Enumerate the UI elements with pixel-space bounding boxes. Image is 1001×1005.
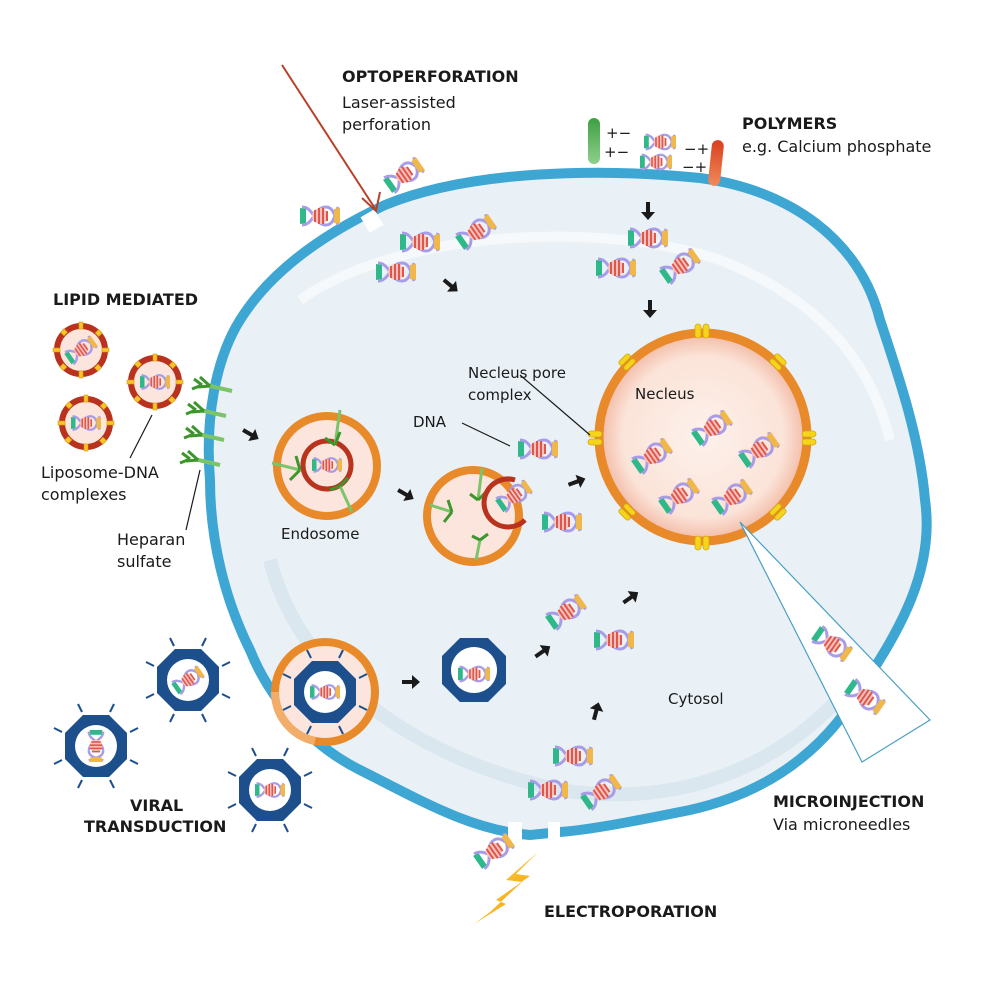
endosome-label: Endosome: [281, 525, 360, 543]
liposome-label-line2: complexes: [41, 485, 127, 504]
dna-icon: [87, 728, 105, 764]
optoperforation-subtitle-line1: Laser-assisted: [342, 93, 456, 112]
viral-title-line1: VIRAL: [130, 796, 184, 815]
dna-icon: [470, 830, 518, 872]
microinjection-title: MICROINJECTION: [773, 792, 925, 811]
polymer-positive-bar: [588, 118, 600, 164]
dna-icon: [551, 745, 595, 767]
laser-arrow: [281, 64, 381, 213]
nucleus-pore-label-line1: Necleus pore: [468, 364, 566, 382]
polymer-charge-right-1: −+: [684, 140, 710, 158]
optoperforation-gap: [360, 209, 384, 233]
dna-icon: [592, 629, 636, 651]
nucleus: [587, 323, 817, 551]
dna-icon: [626, 227, 670, 249]
dna-icon: [138, 374, 172, 390]
dna-icon: [594, 257, 638, 279]
dna-icon: [310, 457, 344, 473]
dna-icon: [308, 684, 342, 700]
polymer-charge-left-2: +−: [604, 143, 630, 161]
cytosol-label: Cytosol: [668, 690, 724, 708]
dna-icon: [374, 261, 418, 283]
dna-icon: [516, 438, 560, 460]
liposome-label-line1: Liposome-DNA: [41, 463, 159, 482]
viral-title-line2: TRANSDUCTION: [84, 817, 227, 836]
polymer-charge-right-2: −+: [682, 158, 708, 176]
electroporation-title: ELECTROPORATION: [544, 902, 718, 921]
dna-icon: [540, 511, 584, 533]
liposome-leader-line: [129, 414, 153, 459]
dna-icon: [69, 415, 103, 431]
dna-icon: [642, 133, 678, 151]
electroporation-gap-1: [508, 822, 522, 842]
heparan-label-line1: Heparan: [117, 530, 186, 549]
polymers-title: POLYMERS: [742, 114, 838, 133]
endosome-releasing: [423, 466, 527, 566]
heparan-label-line2: sulfate: [117, 552, 172, 571]
lipid-mediated-title: LIPID MEDIATED: [53, 290, 199, 309]
dna-icon: [456, 665, 492, 683]
polymers-subtitle: e.g. Calcium phosphate: [742, 137, 932, 156]
dna-icon: [253, 782, 287, 798]
dna-leader-line: [461, 422, 511, 447]
dna-icon: [526, 779, 570, 801]
polymer-charge-left-1: +−: [606, 124, 632, 142]
nucleus-pore-label-line2: complex: [468, 386, 532, 404]
dna-icon: [398, 231, 442, 253]
nuclear-pores: [587, 323, 817, 551]
dna-icon: [638, 153, 674, 171]
optoperforation-title: OPTOPERFORATION: [342, 67, 519, 86]
pore-leader-line: [519, 374, 591, 436]
polymer-negative-bar: [708, 140, 724, 186]
nucleus-label: Necleus: [635, 385, 695, 403]
dna-label: DNA: [413, 413, 447, 431]
microinjection-subtitle: Via microneedles: [773, 815, 911, 834]
heparan-leader-line: [185, 469, 201, 531]
electroporation-gap-2: [548, 822, 560, 842]
optoperforation-subtitle-line2: perforation: [342, 115, 432, 134]
dna-icon: [298, 205, 342, 227]
